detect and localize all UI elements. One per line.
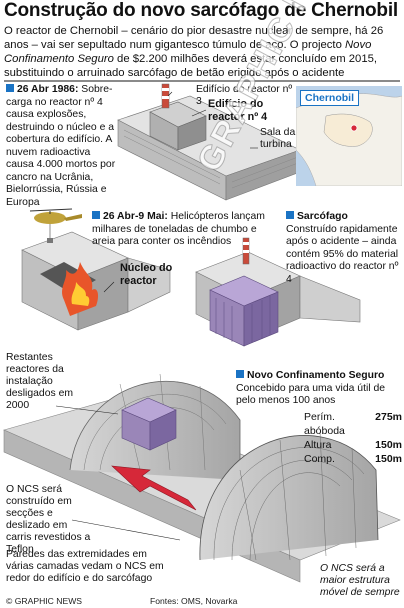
spec-value: 150m: [375, 453, 402, 465]
plant-scene-2: [21, 208, 171, 331]
slide-arrow-icon: [111, 465, 197, 511]
specs-table: Perím. abóboda 275m Altura 150m Comp. 150m: [304, 410, 402, 466]
bullet-square-icon: [286, 211, 294, 219]
label-edificio-3: Edifício do reactor nº 3: [196, 84, 293, 107]
sarcophagus-scene: [195, 237, 361, 347]
spec-row: Altura 150m: [304, 438, 402, 452]
section3-text: Construído rapidamente após o acidente –…: [286, 223, 399, 285]
intro-text: O reactor de Chernobil – cenário do pior…: [4, 24, 402, 80]
section3-head: Sarcófago: [297, 211, 348, 222]
section1-date: 26 Abr 1986:: [17, 84, 79, 95]
spec-value: 275m: [375, 411, 402, 423]
spec-value: 150m: [375, 439, 402, 451]
section-helicopters: 26 Abr-9 Mai: Helicópteros lançam milhar…: [92, 211, 282, 249]
spec-row: Perím. abóboda 275m: [304, 410, 402, 438]
intro-part2: de $2.200 milhões deverá estar concluído…: [4, 53, 378, 79]
spec-label: Perím. abóboda: [304, 411, 345, 437]
section2-date: 26 Abr-9 Mai:: [103, 211, 168, 222]
locator-map: [296, 86, 402, 186]
intro-italic: Novo Confinamento Seguro: [4, 39, 372, 65]
note-paredes: Paredes das extremidades em várias camad…: [6, 549, 164, 584]
note-ncs-construction: O NCS será construído em secções e desli…: [6, 484, 91, 555]
footer-sources: Fontes: OMS, Novarka: [150, 596, 238, 606]
section4-head: Novo Confinamento Seguro: [247, 370, 385, 381]
bullet-square-icon: [236, 370, 244, 378]
label-edificio-4: Edifício do reactor nº 4: [208, 98, 268, 123]
bullet-square-icon: [92, 211, 100, 219]
helicopter-icon: [29, 208, 82, 243]
bullet-square-icon: [6, 84, 14, 92]
divider: [4, 80, 400, 82]
note-maior: O NCS será a maior estrutura móvel de se…: [320, 563, 400, 598]
ncs-scene: [3, 373, 401, 583]
map-icon: [296, 86, 402, 186]
section2-text: Helicópteros lançam milhares de tonelada…: [92, 211, 265, 247]
spec-row: Comp. 150m: [304, 452, 402, 466]
section1-text: Sobre-carga no reactor nº 4 causa explos…: [6, 84, 116, 208]
label-sala-turbina: Sala da turbina: [260, 127, 296, 150]
page-title: Construção do novo sarcófago de Chernobi…: [4, 0, 399, 21]
plant-scene-1: [117, 83, 301, 201]
spec-label: Altura: [304, 439, 332, 451]
spec-label: Comp.: [304, 453, 335, 465]
fire-icon: [62, 262, 99, 316]
label-restantes: Restantes reactores da instalação deslig…: [6, 352, 74, 411]
label-nucleo: Núcleo do reactor: [120, 262, 173, 287]
footer-credit: © GRAPHIC NEWS: [6, 596, 83, 606]
section-1986: 26 Abr 1986: Sobre-carga no reactor nº 4…: [6, 84, 116, 209]
leader-lines: [55, 91, 258, 541]
intro-part1: O reactor de Chernobil – cenário do pior…: [4, 25, 384, 51]
section4-text: Concebido para uma vida útil de pelo men…: [236, 382, 386, 407]
map-label: Chernobil: [300, 90, 359, 106]
